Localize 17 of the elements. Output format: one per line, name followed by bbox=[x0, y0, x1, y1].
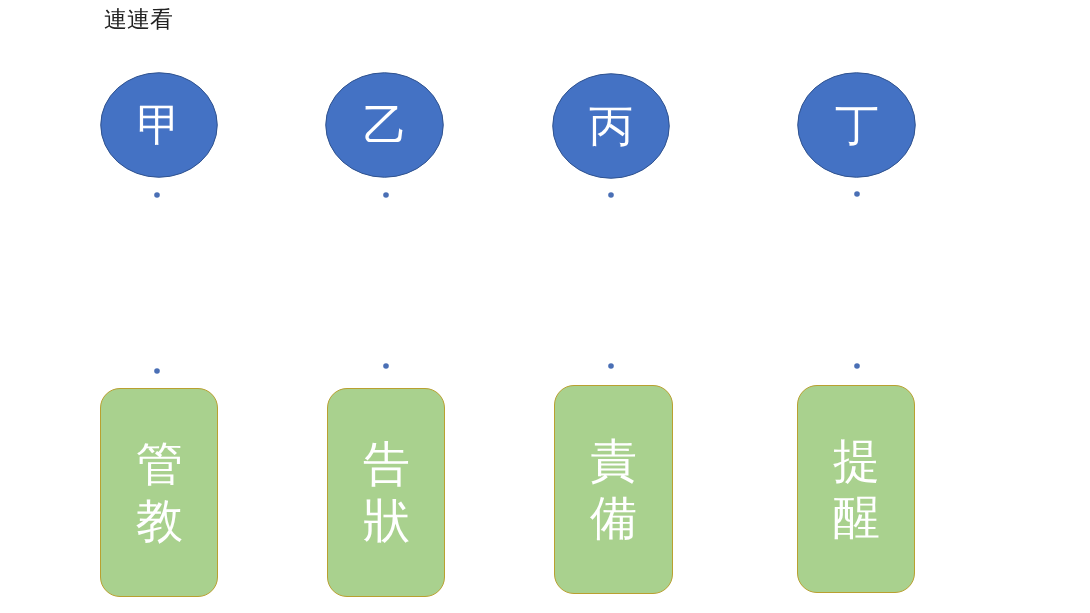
answer-label: 責備 bbox=[590, 433, 637, 546]
option-circle bbox=[100, 72, 218, 178]
worksheet-title: 連連看 bbox=[104, 6, 173, 34]
option-circle bbox=[552, 73, 670, 179]
answer-card bbox=[797, 385, 915, 593]
answer-card bbox=[554, 385, 673, 594]
answer-label: 告狀 bbox=[362, 436, 410, 549]
option-label: 乙 bbox=[362, 100, 407, 150]
answer-label: 提醒 bbox=[832, 432, 880, 546]
option-circle bbox=[797, 72, 916, 178]
option-label: 丁 bbox=[834, 100, 879, 150]
option-circle bbox=[325, 72, 444, 178]
answer-label: 管教 bbox=[135, 436, 183, 549]
answer-card bbox=[100, 388, 218, 597]
option-label: 丙 bbox=[589, 101, 633, 151]
option-label: 甲 bbox=[137, 100, 181, 150]
answer-card bbox=[327, 388, 445, 597]
